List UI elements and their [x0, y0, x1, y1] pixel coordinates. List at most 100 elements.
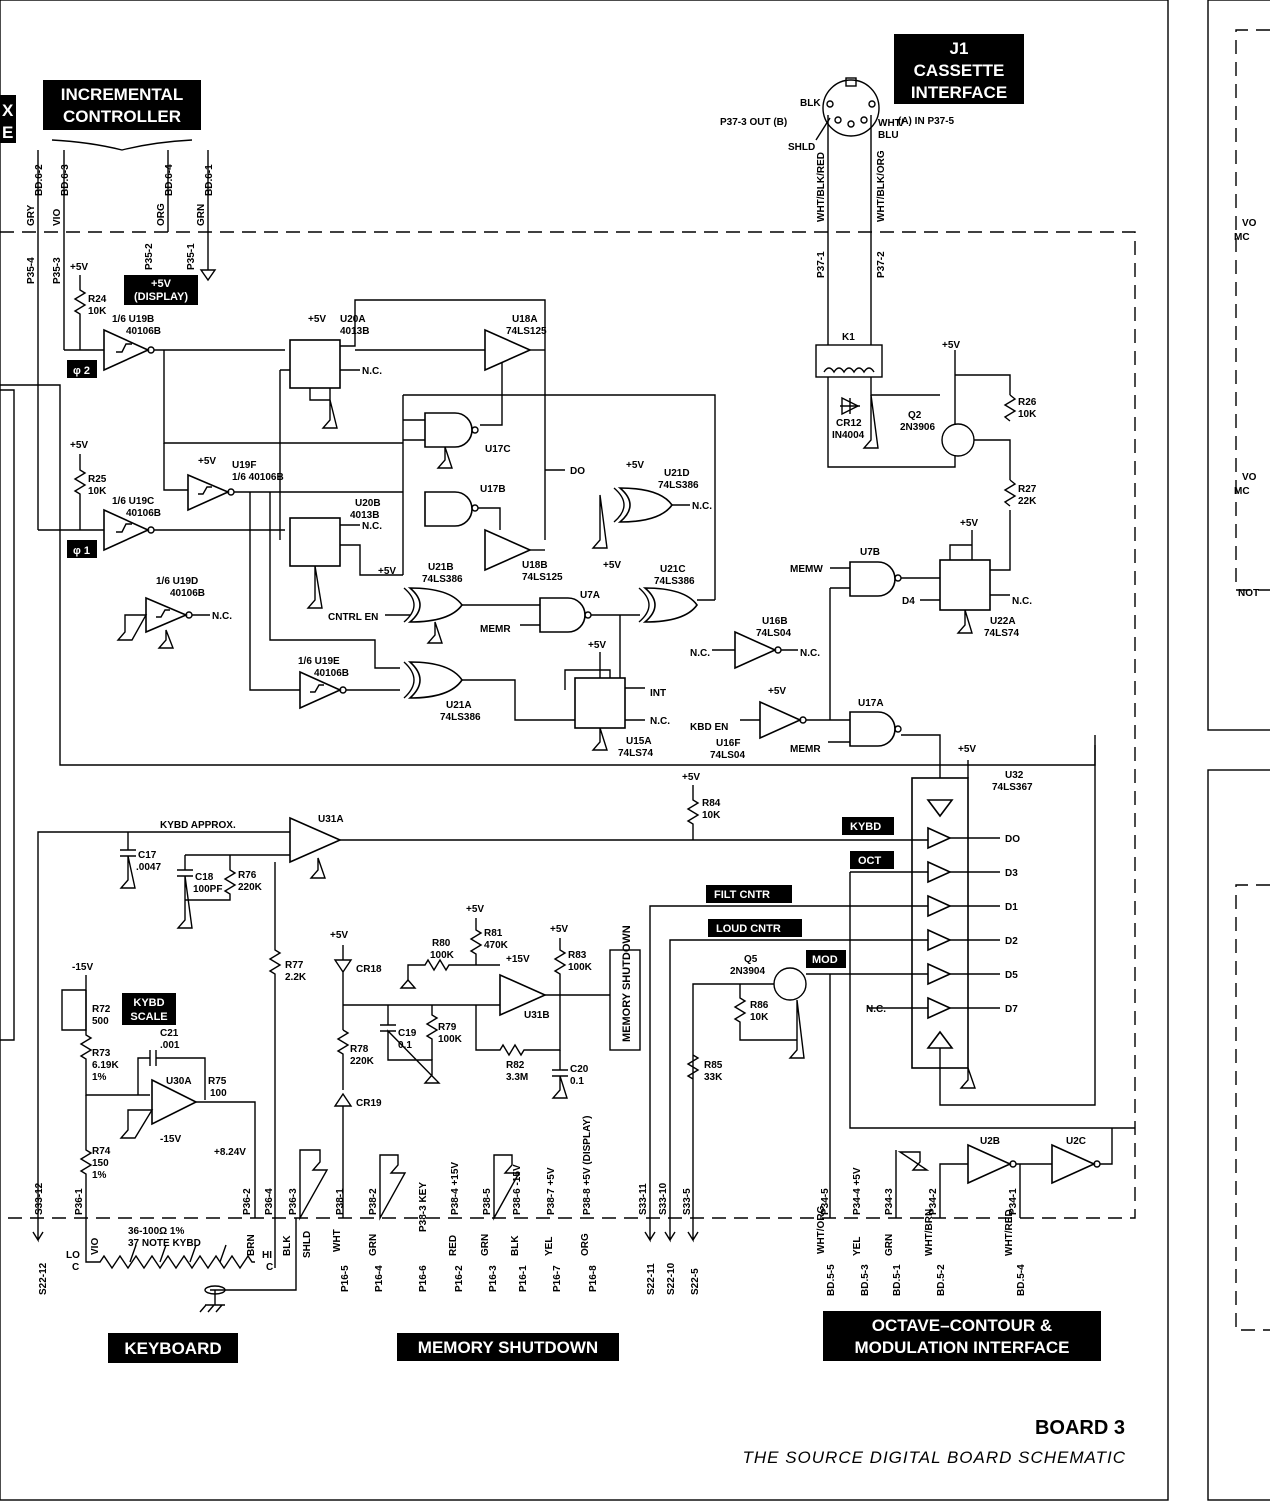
svg-text:P16-8: P16-8 [588, 1265, 599, 1292]
svg-text:74LS04: 74LS04 [710, 750, 745, 761]
svg-text:BD.6-1: BD.6-1 [204, 164, 215, 196]
keyboard-title-box [108, 1333, 238, 1363]
svg-text:S33-10: S33-10 [658, 1182, 669, 1215]
keyboard-resistor-chain: 36-100Ω 1% 37 NOTE KYBD LO C HI C [66, 1218, 297, 1313]
u2b-u2c: U2B U2C [897, 1128, 1113, 1218]
svg-text:+5V: +5V [198, 456, 216, 467]
u20b: U20B 4013B N.C. [289, 498, 403, 609]
svg-text:220K: 220K [238, 882, 263, 893]
svg-text:Q2: Q2 [908, 410, 922, 421]
svg-text:N.C.: N.C. [362, 366, 382, 377]
svg-text:DO: DO [1005, 834, 1020, 845]
svg-text:WHT/BRN: WHT/BRN [924, 1209, 935, 1256]
svg-text:D1: D1 [1005, 902, 1018, 913]
svg-text:BD.5-3: BD.5-3 [860, 1264, 871, 1296]
svg-text:500: 500 [92, 1016, 109, 1027]
svg-text:S22-5: S22-5 [690, 1268, 701, 1295]
svg-text:470K: 470K [484, 940, 509, 951]
svg-text:U16F: U16F [716, 738, 740, 749]
svg-text:MC: MC [1234, 486, 1250, 497]
board-title: BOARD 3 [1035, 1417, 1125, 1439]
u17c: U17C [402, 394, 716, 600]
u32: U32 74LS367 +5V DO D3 D1 D2 D5 D7 N.C. [866, 735, 1096, 1106]
incremental-controller-title-1: INCREMENTAL [61, 85, 183, 104]
svg-text:40106B: 40106B [126, 508, 161, 519]
svg-text:U30A: U30A [166, 1076, 192, 1087]
u19e: 1/6 U19E 40106B [298, 656, 400, 710]
svg-text:U31B: U31B [524, 1010, 550, 1021]
svg-text:+5V: +5V [603, 560, 621, 571]
svg-text:K1: K1 [842, 332, 855, 343]
svg-text:CR12: CR12 [836, 418, 862, 429]
svg-text:P38-6 -15V: P38-6 -15V [512, 1164, 523, 1215]
svg-text:BD.5-5: BD.5-5 [826, 1264, 837, 1296]
svg-text:LO: LO [66, 1250, 80, 1261]
svg-text:GRY: GRY [26, 204, 37, 226]
oct-tag [850, 851, 894, 869]
svg-text:D4: D4 [902, 596, 915, 607]
svg-text:P38-8 +5V (DISPLAY): P38-8 +5V (DISPLAY) [582, 1116, 593, 1215]
svg-text:VO: VO [1242, 218, 1257, 229]
incremental-controller-title-2: CONTROLLER [63, 107, 181, 126]
phi2-section: +5V R24 10K 1/6 U19B 40106B φ 2 [0, 262, 1096, 766]
svg-text:P16-3: P16-3 [488, 1265, 499, 1292]
svg-text:R25: R25 [88, 474, 107, 485]
svg-text:74LS386: 74LS386 [658, 480, 699, 491]
svg-text:+8.24V: +8.24V [214, 1147, 246, 1158]
svg-text:.0047: .0047 [136, 862, 161, 873]
svg-text:74LS125: 74LS125 [522, 572, 563, 583]
svg-text:+15V: +15V [506, 954, 530, 965]
right-panel-upper-frame [1207, 0, 1270, 731]
svg-text:U2B: U2B [980, 1136, 1000, 1147]
svg-text:U2C: U2C [1066, 1136, 1086, 1147]
svg-text:N.C.: N.C. [212, 611, 232, 622]
svg-text:P37-3 OUT (B): P37-3 OUT (B) [720, 117, 787, 128]
svg-text:S33-5: S33-5 [682, 1188, 693, 1215]
svg-text:BD.5-4: BD.5-4 [1016, 1264, 1027, 1296]
svg-text:10K: 10K [750, 1012, 769, 1023]
svg-text:3.3M: 3.3M [506, 1072, 528, 1083]
svg-text:10K: 10K [702, 810, 721, 821]
svg-text:74LS125: 74LS125 [506, 326, 547, 337]
svg-text:KBD EN: KBD EN [690, 722, 728, 733]
svg-text:100K: 100K [438, 1034, 463, 1045]
svg-text:R76: R76 [238, 870, 257, 881]
svg-text:GRN: GRN [368, 1234, 379, 1256]
u19d: 1/6 U19D 40106B N.C. [116, 576, 232, 649]
board-subtitle: THE SOURCE DIGITAL BOARD SCHEMATIC [743, 1448, 1127, 1467]
svg-text:100K: 100K [568, 962, 593, 973]
svg-text:+5V: +5V [626, 460, 644, 471]
mod-tag [806, 950, 846, 968]
svg-text:C18: C18 [195, 872, 214, 883]
svg-text:1/6 40106B: 1/6 40106B [232, 472, 284, 483]
svg-text:P34-2: P34-2 [928, 1188, 939, 1215]
svg-text:U22A: U22A [990, 616, 1016, 627]
relay-section: K1 CR12 IN4004 Q2 2N3906 R26 10K +5V R27… [815, 232, 1037, 571]
svg-text:φ 1: φ 1 [73, 545, 90, 557]
u15a: +5V INT N.C. U15A 74LS74 [564, 640, 670, 759]
svg-text:U18B: U18B [522, 560, 548, 571]
svg-text:WHT/RED: WHT/RED [1004, 1209, 1015, 1256]
top-connectors: BD.6-2 BD.6-3 BD.6-4 BD.6-1 GRY VIO ORG … [26, 150, 217, 530]
svg-text:R84: R84 [702, 798, 721, 809]
cassette-din-connector: P37-3 OUT (B) (A) IN P37-5 BLK SHLD WHT/… [720, 77, 955, 278]
left-partial-title-box [0, 95, 16, 143]
svg-text:+5V: +5V [330, 930, 348, 941]
svg-text:N.C.: N.C. [1012, 596, 1032, 607]
svg-text:U17B: U17B [480, 484, 506, 495]
svg-text:BLK: BLK [282, 1235, 293, 1256]
u21a: U21A 74LS386 [403, 661, 575, 723]
u17b: U17B [424, 484, 506, 530]
u16b: U16B 74LS04 N.C. N.C. [690, 616, 820, 670]
svg-text:N.C.: N.C. [362, 521, 382, 532]
svg-text:ORG: ORG [580, 1233, 591, 1256]
svg-text:C21: C21 [160, 1028, 179, 1039]
svg-text:74LS386: 74LS386 [440, 712, 481, 723]
svg-text:CR18: CR18 [356, 964, 382, 975]
u17a: U17A MEMR [790, 698, 941, 790]
svg-text:+5V: +5V [682, 772, 700, 783]
svg-text:C19: C19 [398, 1028, 417, 1039]
svg-text:U17A: U17A [858, 698, 884, 709]
